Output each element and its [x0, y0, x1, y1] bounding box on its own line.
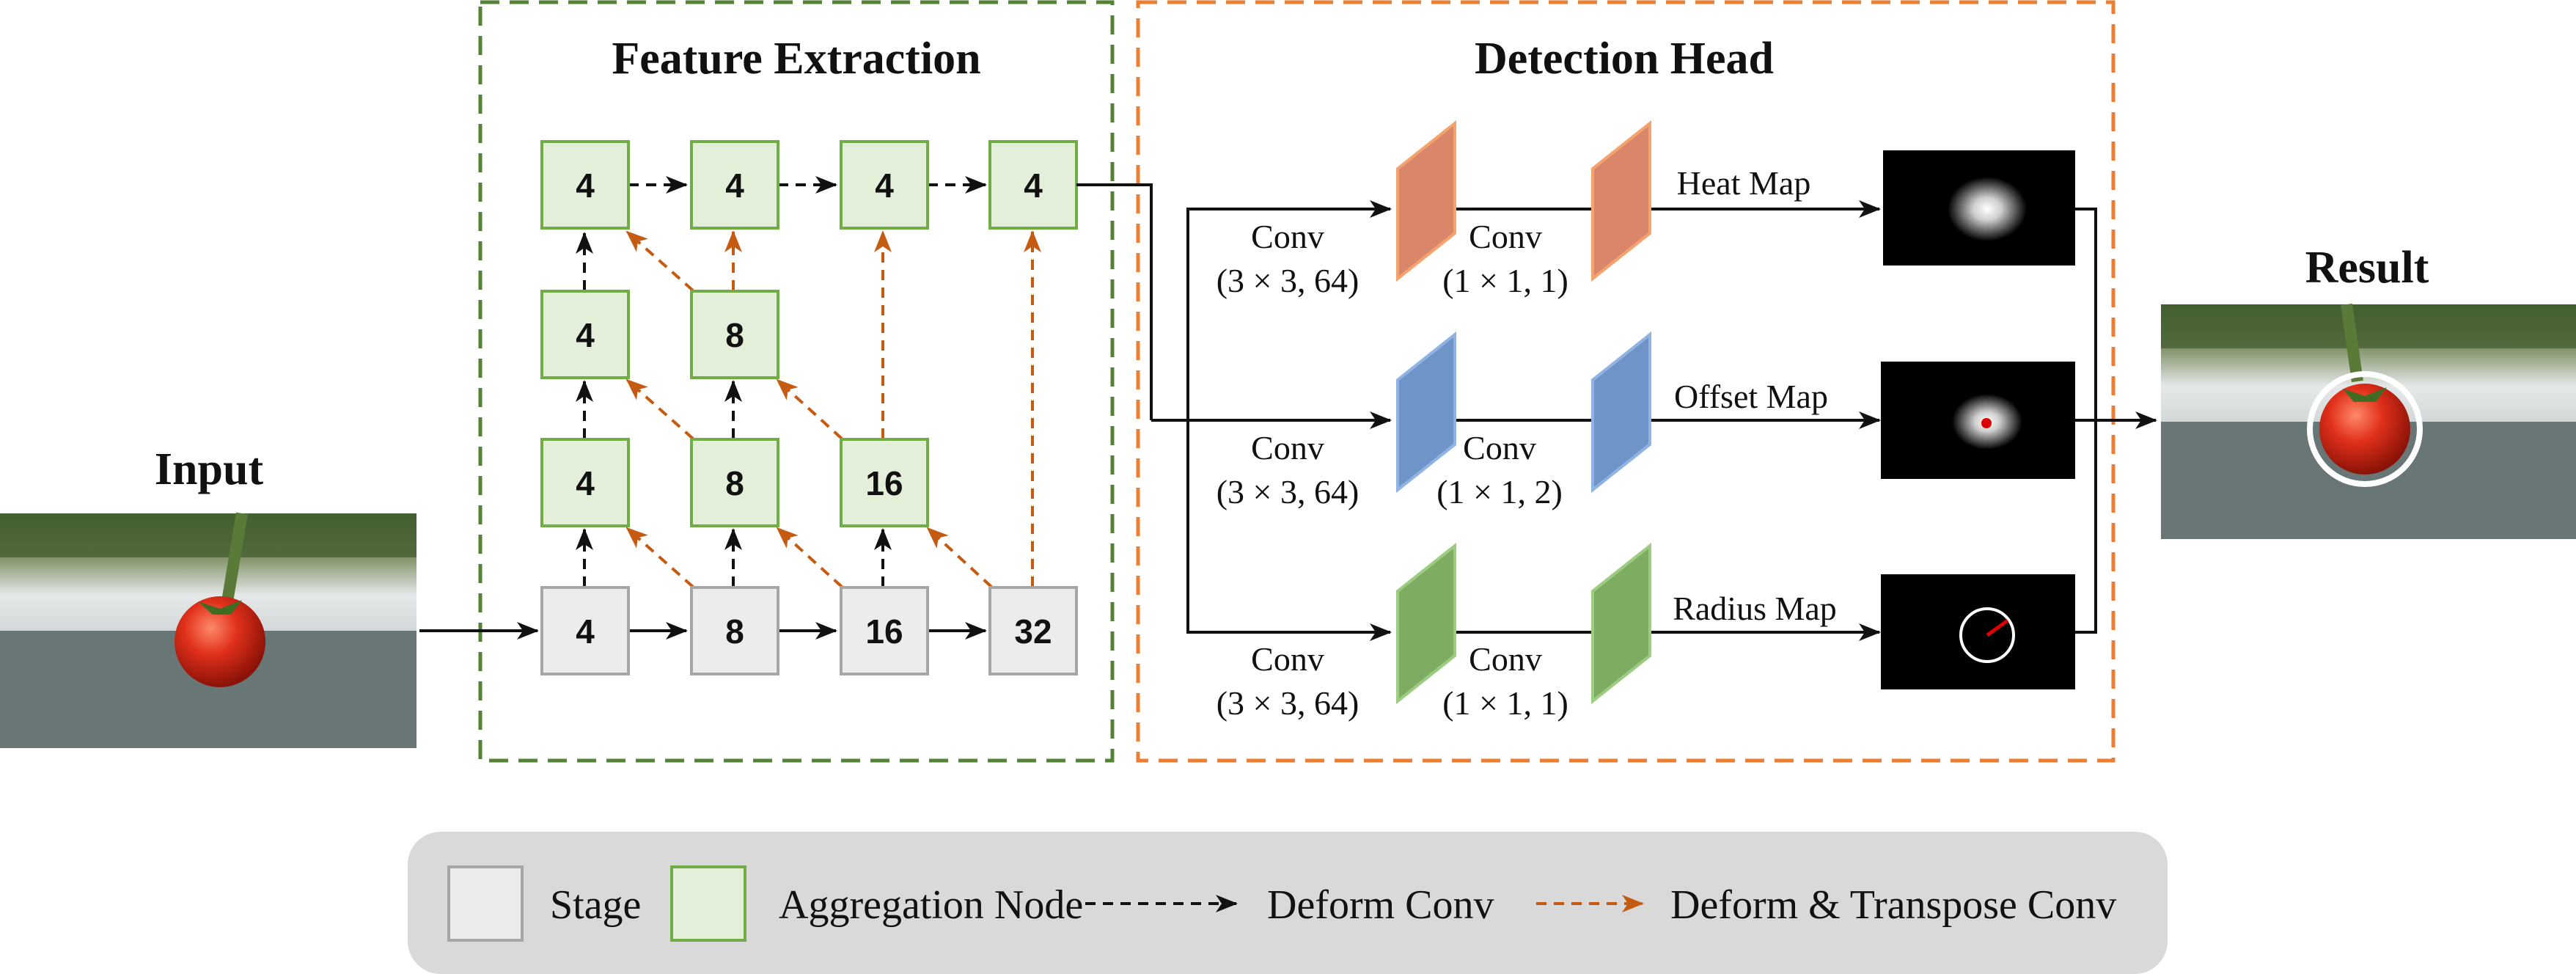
conv1-params: (3 × 3, 64)	[1217, 262, 1359, 299]
feature-extraction-module: Feature Extraction	[419, 0, 1115, 763]
radius-circle-icon	[1959, 607, 2015, 663]
aggregation-node-label: 4	[576, 464, 595, 502]
aggregation-node	[540, 438, 630, 527]
heat-map-image	[1883, 150, 2075, 266]
conv-layer-offset-2	[1591, 331, 1651, 494]
aggregation-node	[690, 438, 779, 527]
result-image	[2161, 303, 2576, 539]
transpose-arrow-2	[776, 527, 843, 588]
input-panel: Input	[0, 444, 417, 748]
stage-node-label: 16	[865, 612, 903, 651]
aggregation-node-label: 16	[865, 464, 903, 502]
legend-transpose-label: Deform & Transpose Conv	[1670, 882, 2116, 928]
aggregation-node-label: 4	[576, 316, 595, 354]
conv-layer-offset-1	[1396, 331, 1456, 494]
feature-arrows	[419, 176, 1041, 640]
aggregation-node-label: 8	[725, 464, 744, 502]
stage-node	[840, 586, 929, 675]
stage-node	[690, 586, 779, 675]
aggregation-node-label: 8	[725, 316, 744, 354]
detection-head-module: Detection Head	[1076, 0, 2157, 763]
legend-deform-label: Deform Conv	[1267, 882, 1494, 928]
aggregation-row-3: 4 4 4 4	[540, 140, 1078, 230]
aggregation-node-label: 4	[1024, 166, 1043, 205]
legend: Stage Aggregation Node Deform Conv Defor…	[408, 832, 2168, 974]
conv-layer-radius-2	[1591, 542, 1651, 705]
detection-circle	[2307, 371, 2423, 487]
conv2-params: (1 × 1, 2)	[1436, 473, 1563, 510]
radius-line-icon	[1986, 618, 2009, 637]
transpose-arrow-4	[625, 378, 694, 440]
connector-split-bottom	[1186, 420, 1392, 641]
radius-map-image	[1881, 574, 2075, 689]
aggregation-node	[540, 140, 630, 230]
transpose-arrow-3	[926, 527, 993, 588]
aggregation-row-2: 4 8	[540, 290, 779, 379]
connector-radiusmap-out	[2075, 420, 2097, 634]
stage-node	[988, 586, 1078, 675]
connector-feature-to-head	[1076, 183, 1153, 420]
aggregation-node	[690, 290, 779, 379]
conv1-params: (3 × 3, 64)	[1217, 684, 1359, 722]
feature-extraction-title: Feature Extraction	[612, 34, 980, 84]
conv2-params: (1 × 1, 1)	[1442, 262, 1568, 299]
stage-node-label: 8	[725, 612, 744, 651]
radius-map-label: Radius Map	[1673, 590, 1837, 627]
input-image	[0, 512, 417, 748]
transpose-arrow-5	[776, 378, 843, 440]
conv-layer-heat-1	[1396, 120, 1456, 282]
result-title: Result	[2305, 243, 2429, 293]
aggregation-node	[840, 438, 929, 527]
offset-map-label: Offset Map	[1674, 378, 1828, 415]
feature-extraction-border	[478, 0, 1115, 763]
legend-aggregation-label: Aggregation Node	[779, 882, 1083, 928]
conv-labels: Conv (3 × 3, 64) Conv (1 × 1, 1) Conv (3…	[1217, 218, 1568, 722]
detection-head-border	[1136, 0, 2116, 763]
conv2-name: Conv	[1469, 640, 1542, 678]
transpose-arrow-6	[625, 230, 694, 292]
conv1-name: Conv	[1251, 218, 1324, 255]
transpose-arrow-1	[625, 527, 694, 588]
result-panel: Result	[2161, 243, 2576, 539]
stage-row: 4 8 16 32	[540, 586, 1078, 675]
head-connectors	[1076, 183, 2157, 641]
legend-stage-label: Stage	[550, 882, 641, 928]
aggregation-row-1: 4 8 16	[540, 438, 929, 527]
conv2-name: Conv	[1463, 429, 1536, 466]
legend-aggregation-swatch	[670, 865, 746, 942]
heat-map-label: Heat Map	[1677, 164, 1811, 202]
legend-background	[408, 832, 2168, 974]
aggregation-node	[690, 140, 779, 230]
connector-heatmap-out	[2075, 208, 2097, 420]
offset-map-image	[1881, 362, 2075, 479]
conv1-name: Conv	[1251, 640, 1324, 678]
stage-node	[540, 586, 630, 675]
conv2-params: (1 × 1, 1)	[1442, 684, 1568, 722]
conv-layers	[1396, 120, 1651, 705]
aggregation-node-label: 4	[875, 166, 894, 205]
conv-layer-radius-1	[1396, 542, 1456, 705]
conv1-params: (3 × 3, 64)	[1217, 473, 1359, 510]
aggregation-node	[840, 140, 929, 230]
stage-node-label: 32	[1014, 612, 1052, 651]
detection-head-title: Detection Head	[1475, 34, 1774, 84]
legend-stage-swatch	[447, 865, 524, 942]
offset-point-icon	[1981, 418, 1992, 428]
aggregation-node	[988, 140, 1078, 230]
aggregation-node-label: 4	[576, 166, 595, 205]
conv2-name: Conv	[1469, 218, 1542, 255]
aggregation-node	[540, 290, 630, 379]
stage-node-label: 4	[576, 612, 595, 651]
input-title: Input	[155, 444, 264, 494]
aggregation-node-label: 4	[725, 166, 744, 205]
conv1-name: Conv	[1251, 429, 1324, 466]
conv-layer-heat-2	[1591, 120, 1651, 282]
